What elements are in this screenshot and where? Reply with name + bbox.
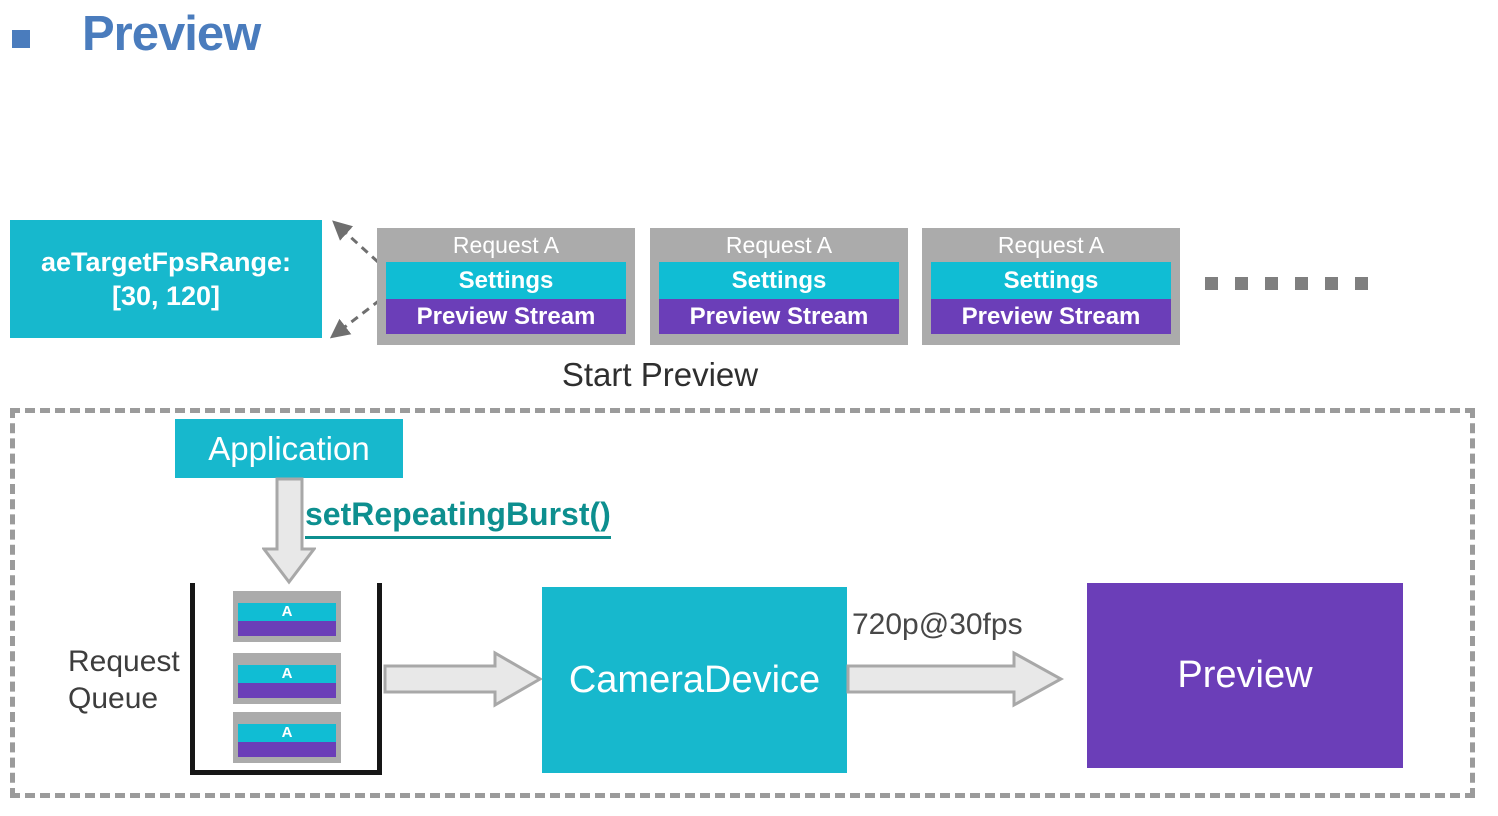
request-settings-bar: Settings xyxy=(659,262,899,299)
request-preview-stream-bar: Preview Stream xyxy=(659,299,899,334)
queued-request-settings-bar: A xyxy=(238,665,336,683)
ae-target-fps-range-box: aeTargetFpsRange: [30, 120] xyxy=(10,220,322,338)
queued-request-1: A xyxy=(233,591,341,642)
queue-floor xyxy=(190,770,382,775)
preview-output-box: Preview xyxy=(1087,583,1403,768)
ellipsis-dot xyxy=(1265,277,1278,290)
request-title: Request A xyxy=(725,231,833,258)
page-title: Preview xyxy=(82,7,261,61)
queued-request-settings-bar: A xyxy=(238,603,336,621)
ellipsis-dot xyxy=(1355,277,1368,290)
queued-request-2: A xyxy=(233,653,341,704)
queued-request-stream-bar xyxy=(238,742,336,757)
request-preview-stream-bar: Preview Stream xyxy=(931,299,1171,334)
request-settings-bar: Settings xyxy=(386,262,626,299)
fps-range-line1: aeTargetFpsRange: xyxy=(40,247,292,277)
queued-request-settings-bar: A xyxy=(238,724,336,742)
ellipsis-dots xyxy=(1205,277,1368,290)
right-arrow-icon xyxy=(383,650,543,708)
fps-range-line2: [30, 120] xyxy=(111,281,221,311)
request-box-3: Request A Settings Preview Stream xyxy=(922,228,1180,345)
camera-device-box: CameraDevice xyxy=(542,587,847,773)
queue-wall-left xyxy=(190,583,195,775)
application-box: Application xyxy=(175,419,403,478)
start-preview-caption: Start Preview xyxy=(561,356,759,393)
down-arrow-icon xyxy=(262,477,316,585)
request-box-1: Request A Settings Preview Stream xyxy=(377,228,635,345)
set-repeating-burst-label: setRepeatingBurst() xyxy=(305,496,611,539)
ellipsis-dot xyxy=(1235,277,1248,290)
expand-lines-icon xyxy=(329,220,381,339)
right-arrow-icon xyxy=(846,650,1064,708)
queued-request-stream-bar xyxy=(238,621,336,636)
request-title: Request A xyxy=(997,231,1105,258)
request-queue-label-line2: Queue xyxy=(68,682,159,715)
queued-request-3: A xyxy=(233,712,341,763)
ellipsis-dot xyxy=(1295,277,1308,290)
request-box-2: Request A Settings Preview Stream xyxy=(650,228,908,345)
request-preview-stream-bar: Preview Stream xyxy=(386,299,626,334)
queued-request-stream-bar xyxy=(238,683,336,698)
request-title: Request A xyxy=(452,231,560,258)
queue-wall-right xyxy=(377,583,382,775)
stream-fps-label: 720p@30fps xyxy=(852,608,1023,641)
title-bullet-icon xyxy=(12,30,30,48)
request-queue-label-line1: Request xyxy=(68,645,180,678)
request-settings-bar: Settings xyxy=(931,262,1171,299)
ellipsis-dot xyxy=(1325,277,1338,290)
start-preview-flow-container xyxy=(10,408,1475,798)
ellipsis-dot xyxy=(1205,277,1218,290)
request-queue-label: Request Queue xyxy=(68,643,180,717)
